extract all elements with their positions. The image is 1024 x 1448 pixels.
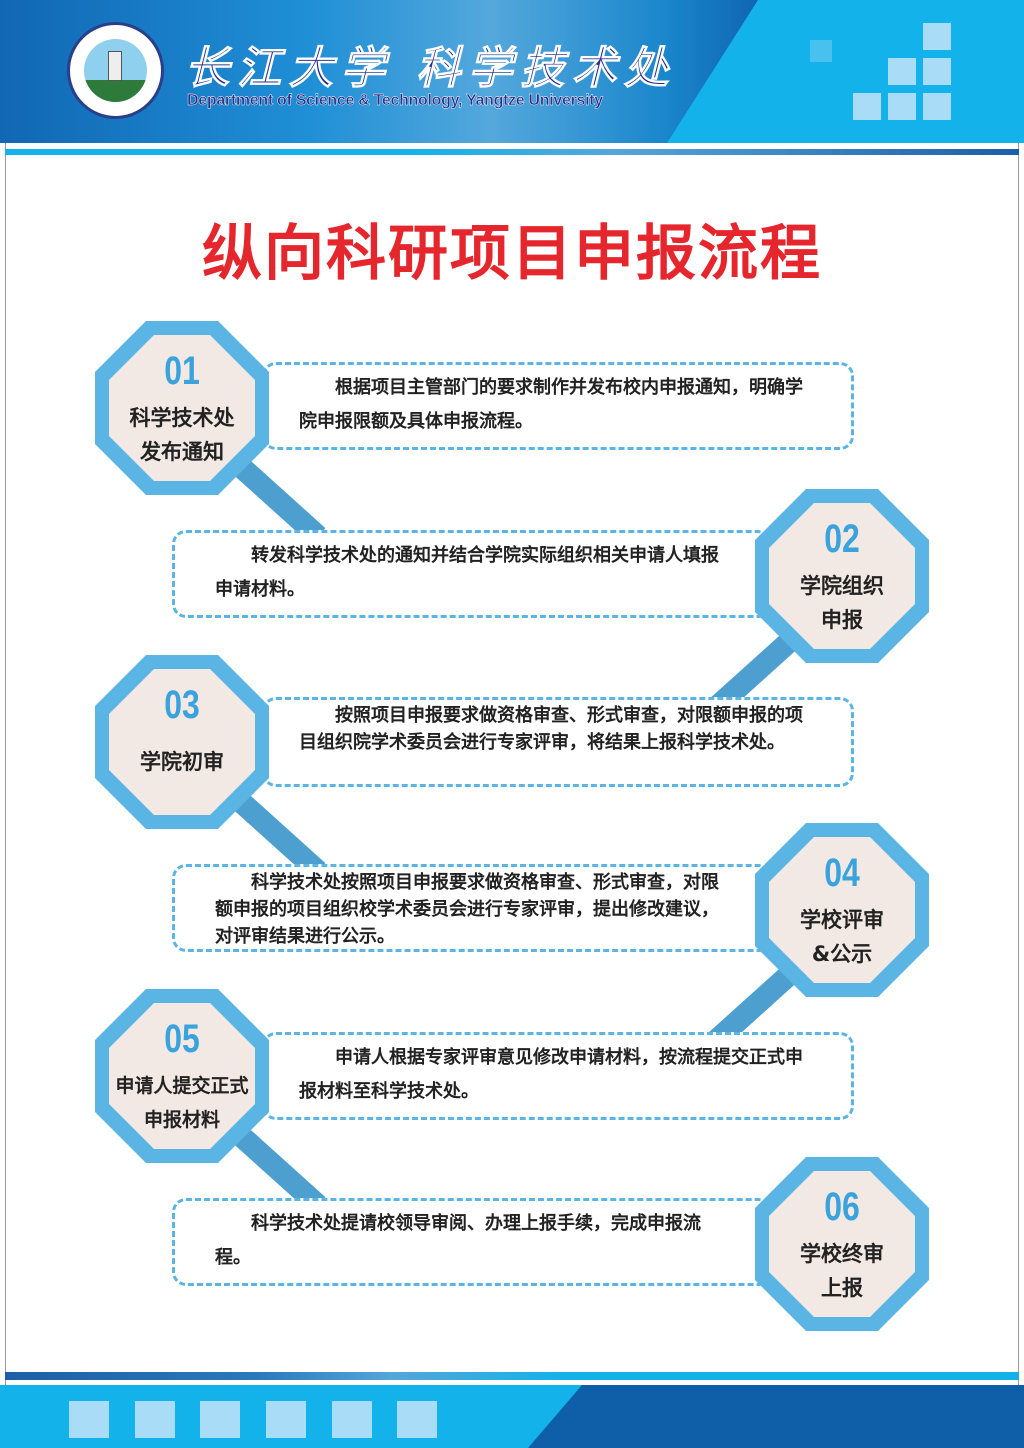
step-4-description: 科学技术处按照项目申报要求做资格审查、形式审查，对限额申报的项目组织校学术委员会… (172, 864, 772, 952)
step-label: 学院组织申报 (800, 574, 884, 632)
header-stripe (5, 149, 1019, 155)
step-label: 科学技术处发布通知 (129, 406, 235, 464)
step-4-octagon: 04 学校评审&公示 (755, 823, 929, 997)
decor-square (853, 93, 881, 120)
footer-banner (0, 1385, 1024, 1448)
step-label: 申请人提交正式申报材料 (115, 1075, 249, 1131)
decor-square (923, 23, 951, 50)
department-title-cn: 长江大学 科学技术处 (184, 43, 677, 95)
decor-square (266, 1401, 306, 1438)
decor-square (888, 58, 916, 85)
decor-square (888, 93, 916, 120)
step-number: 03 (164, 683, 200, 727)
step-3-description: 按照项目申报要求做资格审查、形式审查，对限额申报的项目组织院学术委员会进行专家评… (262, 697, 854, 787)
page-title: 纵向科研项目申报流程 (202, 219, 822, 289)
step-number: 02 (824, 517, 860, 561)
step-number: 05 (164, 1017, 200, 1061)
step-label: 学院初审 (140, 750, 224, 774)
decor-square (200, 1401, 240, 1438)
decor-square (332, 1401, 372, 1438)
step-label: 学校评审&公示 (800, 908, 884, 966)
decor-square (135, 1401, 175, 1438)
footer-stripe (5, 1372, 1019, 1380)
department-title-en: Department of Science & Technology, Yang… (187, 92, 604, 109)
decor-square (923, 58, 951, 85)
header-banner: 长江大学 科学技术处 Department of Science & Techn… (0, 0, 1024, 143)
step-number: 01 (164, 349, 200, 393)
step-2-description: 转发科学技术处的通知并结合学院实际组织相关申请人填报申请材料。 (172, 530, 772, 618)
step-2-octagon: 02 学院组织申报 (755, 489, 929, 663)
decor-square (923, 93, 951, 120)
step-6-octagon: 06 学校终审上报 (755, 1157, 929, 1331)
decor-square (810, 40, 832, 62)
step-label: 学校终审上报 (800, 1242, 884, 1300)
step-5-octagon: 05 申请人提交正式申报材料 (95, 989, 269, 1163)
step-number: 04 (824, 851, 860, 895)
decor-square (69, 1401, 109, 1438)
step-1-octagon: 01 科学技术处发布通知 (95, 321, 269, 495)
step-3-octagon: 03 学院初审 (95, 655, 269, 829)
step-5-description: 申请人根据专家评审意见修改申请材料，按流程提交正式申报材料至科学技术处。 (262, 1032, 854, 1120)
footer-diagonal-panel (528, 1385, 1024, 1448)
decor-square (397, 1401, 437, 1438)
university-logo (67, 22, 164, 119)
page-frame (5, 0, 1019, 1448)
step-6-description: 科学技术处提请校领导审阅、办理上报手续，完成申报流程。 (172, 1198, 772, 1286)
step-1-description: 根据项目主管部门的要求制作并发布校内申报通知，明确学院申报限额及具体申报流程。 (262, 362, 854, 450)
step-number: 06 (824, 1185, 860, 1229)
